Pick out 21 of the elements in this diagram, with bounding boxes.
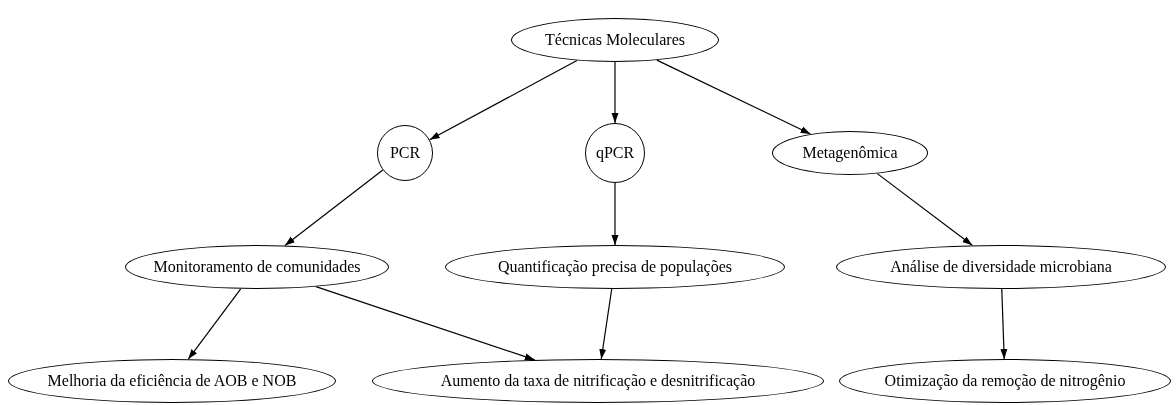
arrow — [876, 173, 973, 246]
node-label: Monitoramento de comunidades — [153, 258, 361, 276]
node-label: Aumento da taxa de nitrificação e desnitrificação — [440, 372, 756, 390]
arrow — [656, 59, 812, 135]
arrow — [1000, 288, 1008, 360]
node-label: Metagenômica — [802, 144, 898, 162]
arrow — [611, 182, 619, 246]
circle-node — [377, 125, 433, 181]
node-label: Otimização da remoção de nitrogênio — [884, 372, 1126, 390]
arrow — [187, 288, 242, 360]
arrow — [611, 61, 619, 124]
node-label: Técnicas Moleculares — [545, 31, 685, 49]
arrow — [284, 169, 384, 247]
arrow — [599, 288, 613, 360]
node-label: Melhoria da eficiência de AOB e NOB — [47, 372, 297, 390]
circle-node — [585, 123, 645, 183]
node-label: PCR — [389, 144, 421, 162]
node-label: Quantificação precisa de populações — [497, 258, 733, 276]
node-label: Análise de diversidade microbiana — [890, 258, 1112, 276]
arrow — [315, 286, 536, 361]
node-label: qPCR — [595, 144, 635, 162]
